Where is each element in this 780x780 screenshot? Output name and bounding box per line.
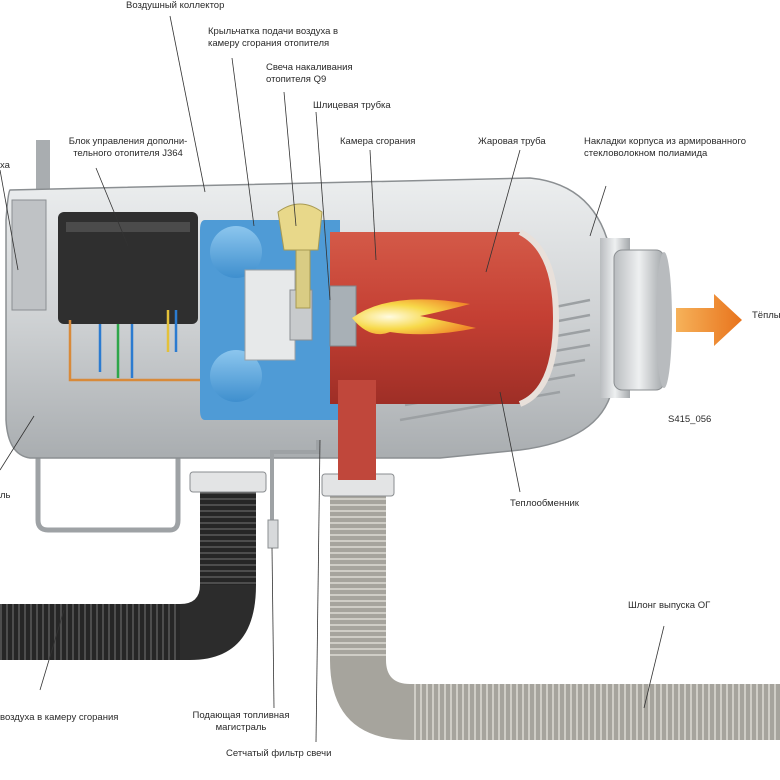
blower-impeller <box>200 220 340 420</box>
label-plug-filter: Сетчатый фильтр свечи <box>226 748 332 759</box>
label-slotted-tube: Шлицевая трубка <box>313 100 391 111</box>
label-exhaust-hose: Шлонг выпуска ОГ <box>628 600 711 611</box>
combustion-chamber <box>329 229 560 480</box>
label-figure-code: S415_056 <box>668 414 712 425</box>
label-fuel-line: Подающая топливная магистраль <box>192 710 290 733</box>
label-warm-air: Тёплы <box>752 310 780 321</box>
label-control-unit: Блок управления дополни- тельного отопит… <box>68 136 188 159</box>
control-unit-j364 <box>11 199 200 382</box>
exhaust-hose <box>321 473 780 740</box>
label-blower-impeller: Крыльчатка подачи воздуха в камеру сгора… <box>208 26 339 49</box>
label-left-partial-top: ха <box>0 160 10 171</box>
label-housing-covers: Накладки корпуса из армированного стекло… <box>584 136 746 159</box>
fuel-line <box>267 440 320 549</box>
label-heat-exchanger: Теплообменник <box>510 498 579 509</box>
label-flame-tube: Жаровая труба <box>478 136 546 147</box>
label-left-partial-bottom: ль <box>0 490 11 501</box>
label-intake-hose: воздуха в камеру сгорания <box>0 712 119 723</box>
flame <box>352 299 476 335</box>
intake-hose <box>0 471 267 660</box>
label-air-collector: Воздушный коллектор <box>126 0 225 11</box>
bracket-pipe <box>35 330 181 533</box>
label-glow-plug: Свеча накаливания отопителя Q9 <box>266 62 353 85</box>
glow-plug-q9 <box>277 203 323 309</box>
label-combustion-chamber: Камера сгорания <box>340 136 416 147</box>
warm-air-arrow <box>676 294 742 346</box>
leader-lines <box>0 15 665 743</box>
